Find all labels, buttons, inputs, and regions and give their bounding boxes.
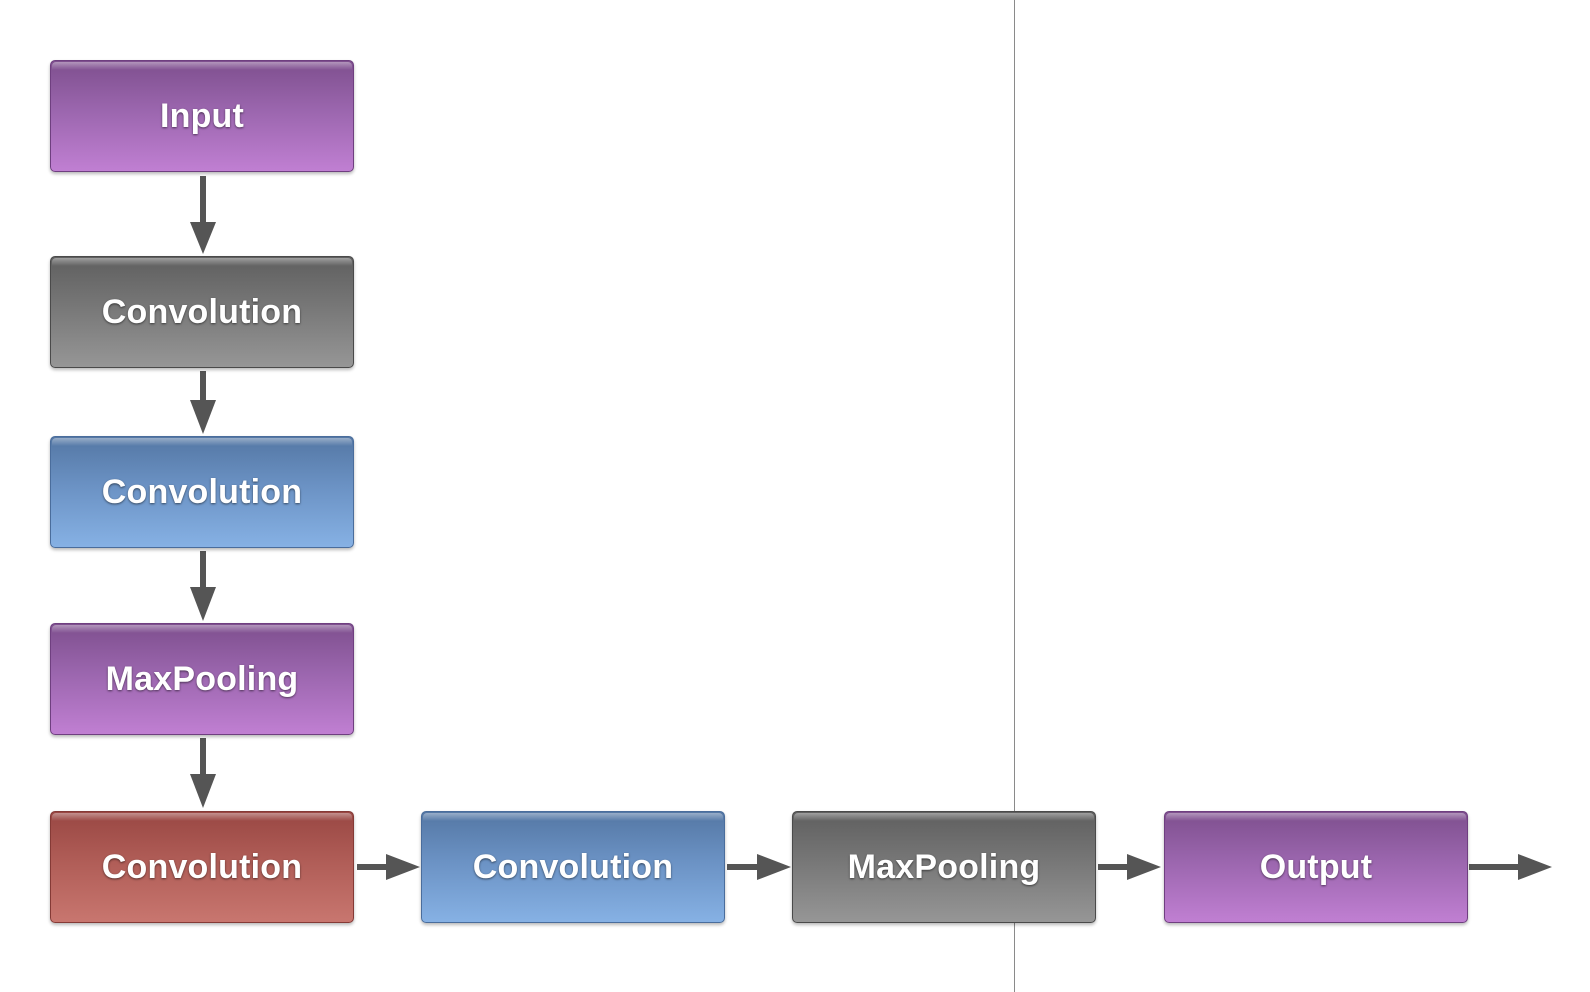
edge-pool2-to-output xyxy=(1098,854,1161,880)
node-convolution-3-label: Convolution xyxy=(101,847,303,886)
edge-conv4-to-pool2 xyxy=(727,854,791,880)
node-convolution-4-label: Convolution xyxy=(472,847,674,886)
node-convolution-4[interactable]: Convolution xyxy=(421,811,725,923)
edge-conv3-to-conv4 xyxy=(357,854,420,880)
node-convolution-1[interactable]: Convolution xyxy=(50,256,354,368)
node-convolution-1-label: Convolution xyxy=(101,292,303,331)
edge-conv2-to-pool1 xyxy=(190,551,216,621)
node-maxpooling-1[interactable]: MaxPooling xyxy=(50,623,354,735)
node-convolution-2-label: Convolution xyxy=(101,472,303,511)
node-output-label: Output xyxy=(1259,847,1373,886)
node-maxpooling-1-label: MaxPooling xyxy=(105,659,299,698)
node-input[interactable]: Input xyxy=(50,60,354,172)
node-maxpooling-2-label: MaxPooling xyxy=(847,847,1041,886)
edge-input-to-conv1 xyxy=(190,176,216,254)
edge-pool1-to-conv3 xyxy=(190,738,216,808)
edge-output-exit xyxy=(1469,854,1552,880)
node-maxpooling-2[interactable]: MaxPooling xyxy=(792,811,1096,923)
node-convolution-3[interactable]: Convolution xyxy=(50,811,354,923)
node-output[interactable]: Output xyxy=(1164,811,1468,923)
node-input-label: Input xyxy=(159,96,245,135)
vertical-divider-line xyxy=(1014,0,1015,992)
edge-conv1-to-conv2 xyxy=(190,371,216,434)
node-convolution-2[interactable]: Convolution xyxy=(50,436,354,548)
